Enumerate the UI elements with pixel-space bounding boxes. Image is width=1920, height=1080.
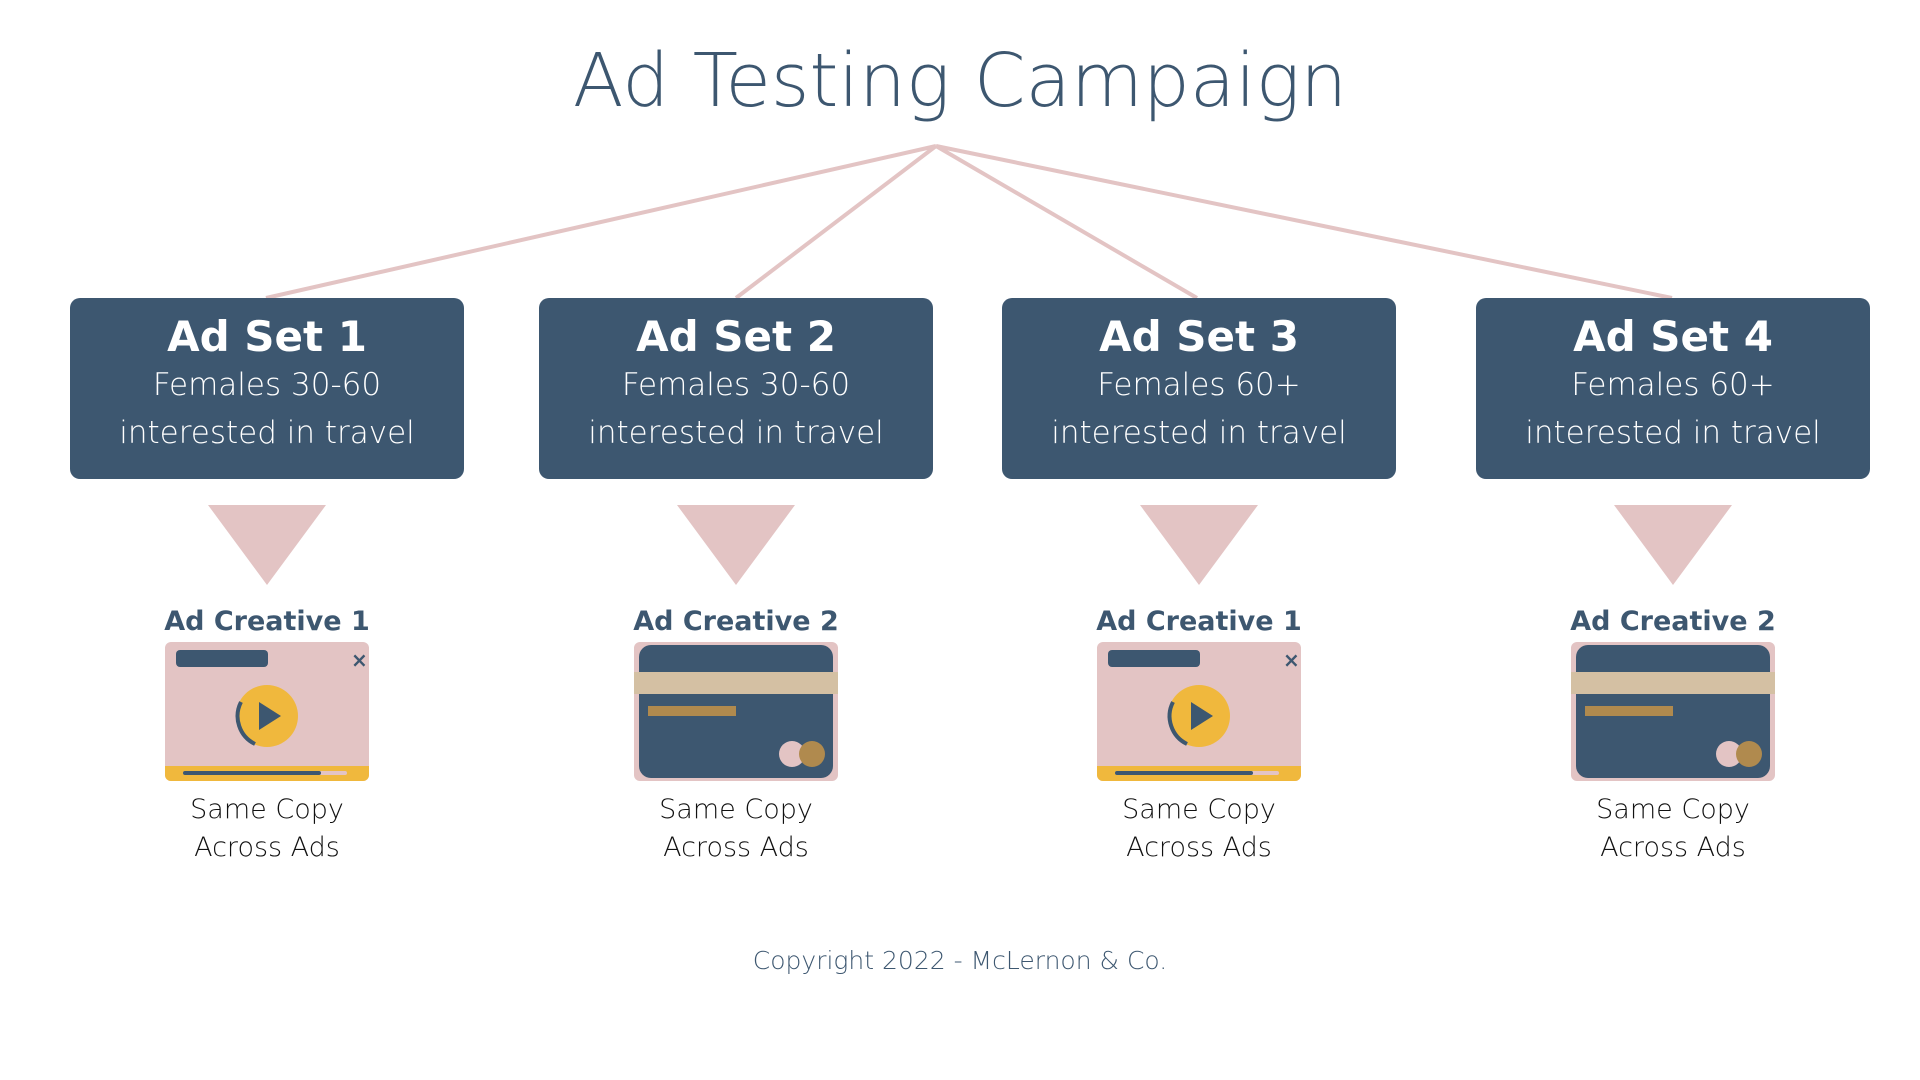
ad-set-title: Ad Set 2: [636, 312, 836, 361]
copy-note-line1: Same Copy: [190, 794, 344, 825]
copy-note-line2: Across Ads: [663, 832, 809, 863]
arrow-down-icon: [677, 505, 795, 585]
copyright: Copyright 2022 - McLernon & Co.: [752, 946, 1168, 975]
copy-note-line2: Across Ads: [1600, 832, 1746, 863]
ad-creative-thumbnail: ×: [165, 642, 369, 781]
ad-set-title: Ad Set 1: [167, 312, 367, 361]
ad-set-title: Ad Set 3: [1099, 312, 1299, 361]
ad-set-box: Ad Set 3 Females 60+ interested in trave…: [1002, 298, 1396, 479]
svg-text:×: ×: [351, 648, 368, 672]
ad-set-box: Ad Set 1 Females 30-60 interested in tra…: [70, 298, 464, 479]
ad-set-title: Ad Set 4: [1573, 312, 1773, 361]
ad-set-interest: interested in travel: [588, 415, 884, 451]
video-ad-icon: ×: [165, 642, 369, 781]
connector-line: [734, 144, 938, 300]
copy-note-line1: Same Copy: [1122, 794, 1276, 825]
connector-line: [934, 144, 1199, 300]
copy-note-line2: Across Ads: [194, 832, 340, 863]
ad-set-audience: Females 30-60: [621, 367, 851, 403]
ad-set-audience: Females 60+: [1097, 367, 1301, 403]
ad-creative-label: Ad Creative 2: [1570, 606, 1776, 637]
ad-set-box: Ad Set 2 Females 30-60 interested in tra…: [539, 298, 933, 479]
ad-creative-thumbnail: [634, 642, 838, 781]
ad-set-interest: interested in travel: [1051, 415, 1347, 451]
page-title: Ad Testing Campaign: [572, 38, 1348, 124]
copy-note-line1: Same Copy: [659, 794, 813, 825]
copy-note-line1: Same Copy: [1596, 794, 1750, 825]
arrow-down-icon: [1614, 505, 1732, 585]
ad-set-interest: interested in travel: [119, 415, 415, 451]
ad-creative-label: Ad Creative 1: [164, 606, 370, 637]
card-ad-icon: [1571, 642, 1775, 781]
copy-note-line2: Across Ads: [1126, 832, 1272, 863]
connector-line: [935, 144, 1673, 300]
ad-set-box: Ad Set 4 Females 60+ interested in trave…: [1476, 298, 1870, 479]
ad-set-audience: Females 60+: [1571, 367, 1775, 403]
ad-set-interest: interested in travel: [1525, 415, 1821, 451]
svg-text:×: ×: [1283, 648, 1300, 672]
video-ad-icon: ×: [1097, 642, 1301, 781]
ad-creative-label: Ad Creative 1: [1096, 606, 1302, 637]
connector-line: [265, 144, 937, 300]
ad-creative-thumbnail: [1571, 642, 1775, 781]
arrow-down-icon: [1140, 505, 1258, 585]
ad-creative-label: Ad Creative 2: [633, 606, 839, 637]
ad-creative-thumbnail: ×: [1097, 642, 1301, 781]
card-ad-icon: [634, 642, 838, 781]
ad-set-audience: Females 30-60: [152, 367, 382, 403]
arrow-down-icon: [208, 505, 326, 585]
